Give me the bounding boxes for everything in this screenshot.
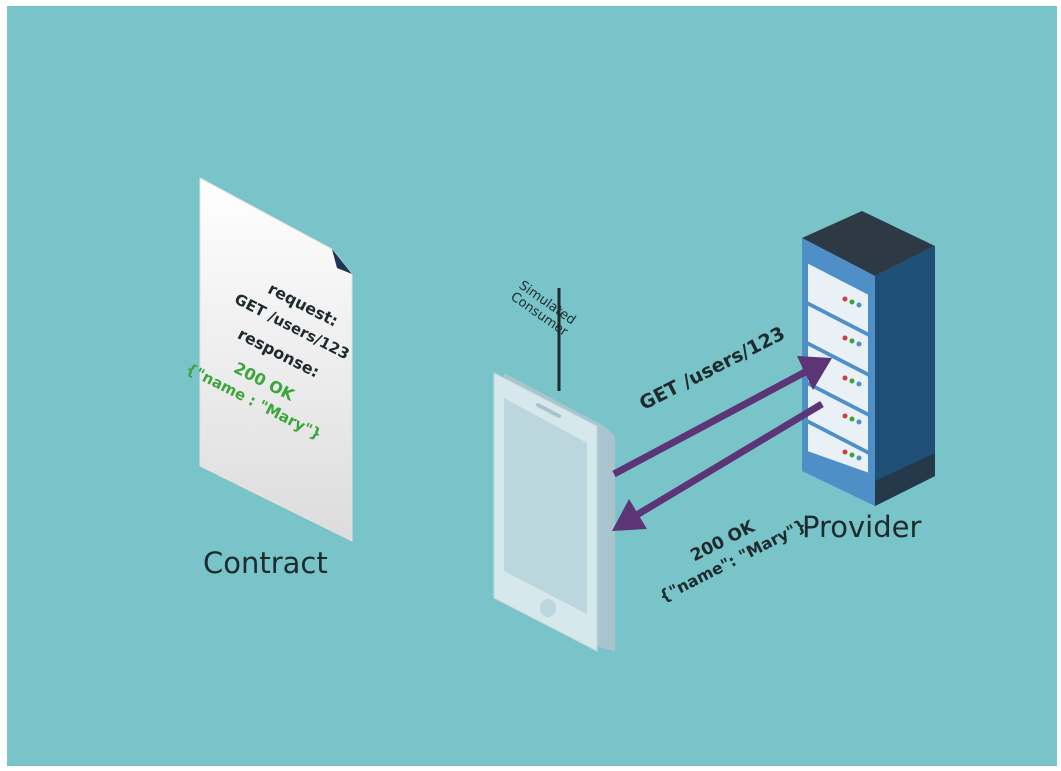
contract-caption: Contract: [203, 546, 328, 580]
server-rack-icon: [802, 211, 935, 506]
diagram-graphics: request: GET /users/123 response: 200 OK…: [183, 177, 935, 652]
diagram-canvas: request: GET /users/123 response: 200 OK…: [7, 6, 1057, 766]
request-arrow-label: GET /users/123: [636, 323, 789, 415]
document-fold-icon: [332, 249, 352, 274]
phone-icon: [493, 372, 615, 652]
request-arrow: [612, 356, 832, 478]
response-arrow: [612, 400, 824, 531]
provider-caption: Provider: [802, 510, 922, 544]
contract-document: request: GET /users/123 response: 200 OK…: [183, 177, 353, 542]
